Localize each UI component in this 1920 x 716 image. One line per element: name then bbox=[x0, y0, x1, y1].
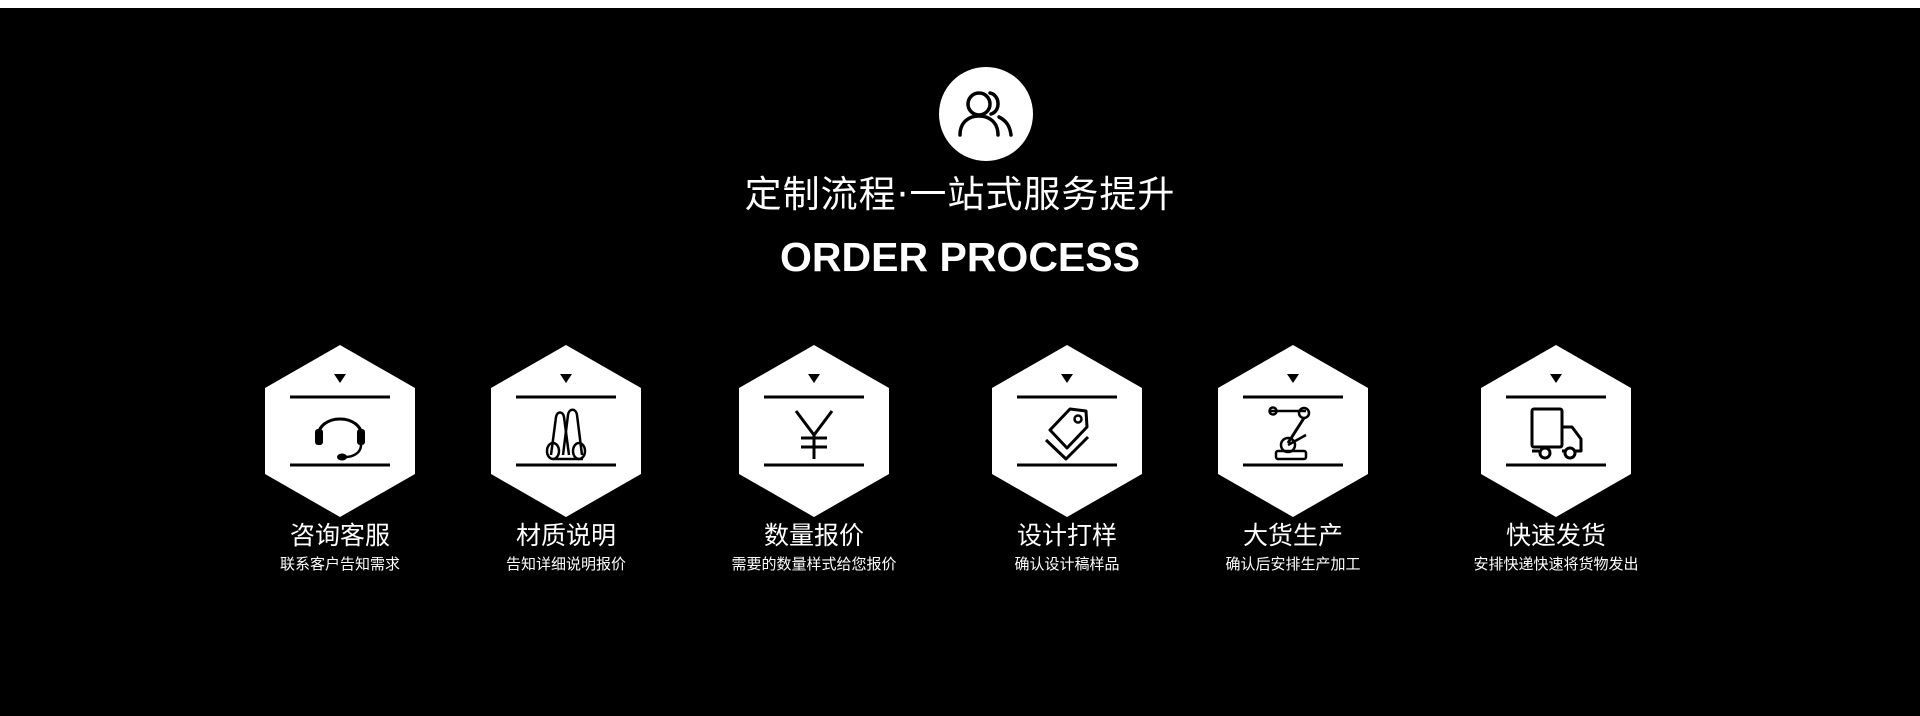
tag-icon bbox=[1044, 407, 1090, 461]
step-title: 数量报价 bbox=[763, 521, 864, 550]
step-title: 设计打样 bbox=[1016, 521, 1117, 550]
step-hexagon bbox=[1218, 345, 1368, 517]
step-description: 确认设计稿样品 bbox=[1014, 555, 1120, 573]
material-rolls-icon bbox=[545, 408, 587, 461]
robot-arm-icon bbox=[1268, 406, 1311, 461]
step-description: 联系客户告知需求 bbox=[279, 555, 400, 573]
step-description: 安排快递快速将货物发出 bbox=[1473, 555, 1639, 573]
yen-icon bbox=[794, 410, 834, 459]
step-description: 告知详细说明报价 bbox=[505, 555, 626, 573]
step-title: 材质说明 bbox=[515, 521, 616, 550]
section-title-cn: 定制流程·一站式服务提升 bbox=[744, 173, 1176, 216]
section-title-en: ORDER PROCESS bbox=[780, 234, 1140, 280]
step-hexagon bbox=[491, 345, 641, 517]
step-description: 确认后安排生产加工 bbox=[1225, 555, 1361, 573]
step-title: 大货生产 bbox=[1242, 521, 1343, 550]
step-title: 快速发货 bbox=[1505, 521, 1606, 550]
step-description: 需要的数量样式给您报价 bbox=[731, 555, 897, 573]
step-hexagon bbox=[265, 345, 415, 517]
step-title: 咨询客服 bbox=[289, 521, 390, 550]
step-hexagon bbox=[1481, 345, 1631, 517]
headset-icon bbox=[315, 417, 365, 461]
step-hexagon bbox=[739, 345, 889, 517]
user-group-icon bbox=[939, 67, 1033, 161]
truck-icon bbox=[1530, 407, 1583, 460]
step-hexagon bbox=[992, 345, 1142, 517]
